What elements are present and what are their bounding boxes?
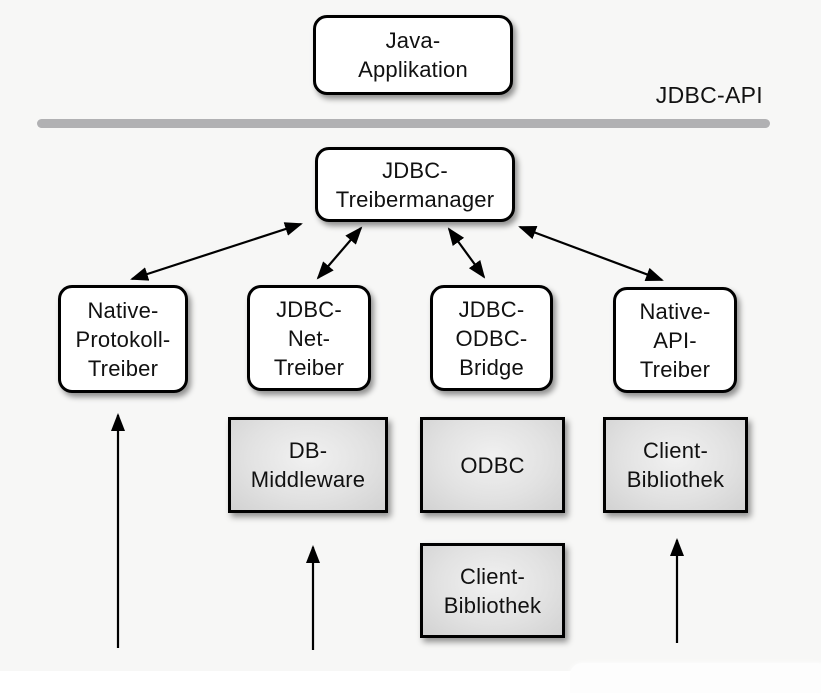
node-label-line: JDBC- (276, 296, 342, 322)
arrow-group (111, 222, 684, 650)
arrow-manager-native-protokoll (130, 222, 303, 281)
node-label-line: Java- (385, 28, 441, 53)
node-label-line: Client- (460, 563, 525, 589)
node-jdbc-treibermanager: JDBC- Treibermanager (315, 147, 515, 222)
node-label-line: Middleware (250, 467, 366, 492)
node-native-protokoll-treiber: Native- Protokoll- Treiber (58, 285, 188, 393)
node-label-line: Treiber (639, 356, 711, 382)
node-label-line: Treiber (273, 354, 345, 380)
node-label-line: ODBC (460, 452, 525, 478)
node-odbc: ODBC (420, 417, 565, 513)
node-native-api-treiber: Native- API- Treiber (613, 287, 737, 393)
node-label-line: Treibermanager (335, 186, 495, 212)
node-jdbc-odbc-bridge: JDBC- ODBC- Bridge (430, 285, 553, 391)
node-label-line: Net- (287, 325, 331, 351)
node-db-middleware: DB- Middleware (228, 417, 388, 513)
arrow-manager-jdbc-odbc (447, 227, 486, 279)
node-label-line: JDBC- (458, 296, 525, 322)
arrow-layer (111, 222, 684, 650)
node-label-line: ODBC- (455, 325, 528, 351)
node-label-line: Bibliothek (626, 467, 725, 492)
node-java-applikation: Java- Applikation (313, 15, 513, 95)
node-label-line: Applikation (358, 57, 468, 82)
node-label-line: JDBC- (382, 157, 448, 183)
partial-box-bottom-right (570, 663, 821, 693)
node-jdbc-net-treiber: JDBC- Net- Treiber (247, 285, 371, 391)
arrow-manager-jdbc-net (316, 226, 363, 280)
node-label-line: Client- (643, 438, 708, 463)
node-label-line: Bridge (459, 354, 524, 380)
node-client-bibliothek-under-odbc: Client- Bibliothek (420, 543, 565, 638)
jdbc-api-divider-line (37, 119, 770, 128)
node-client-bibliothek-right: Client- Bibliothek (603, 417, 748, 513)
node-label-line: Protokoll- (75, 326, 171, 352)
node-label-line: API- (653, 327, 697, 353)
node-label-line: Bibliothek (443, 592, 542, 618)
node-label-line: Treiber (87, 355, 159, 381)
jdbc-architecture-diagram: JDBC-API Java- Applikation JDBC- Treiber… (37, 15, 770, 650)
arrow-manager-native-api (518, 225, 664, 282)
node-label-line: DB- (288, 438, 328, 463)
node-label-line: Native- (639, 298, 711, 324)
jdbc-api-label: JDBC-API (655, 82, 763, 108)
node-label-line: Native- (87, 297, 159, 323)
